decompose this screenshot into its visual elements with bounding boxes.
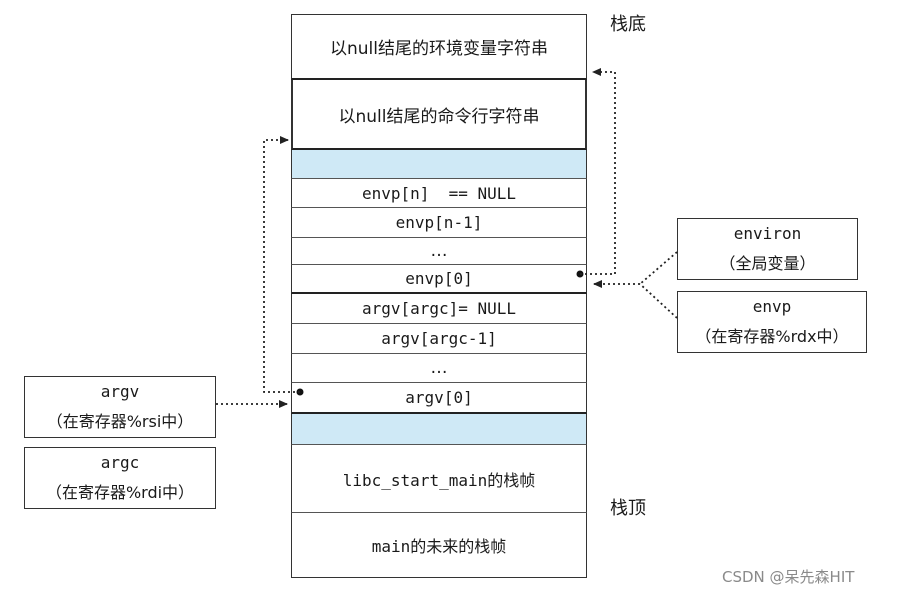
- envp-dots-cell: …: [291, 238, 587, 265]
- envp-desc: （在寄存器%rdx中）: [695, 327, 849, 346]
- envp-link: [639, 283, 678, 319]
- argv-dots-text: …: [430, 358, 448, 378]
- argv-argc-cell: argv[argc]= NULL: [291, 294, 587, 324]
- environ-link: [639, 251, 678, 285]
- stack-top-label: 栈顶: [610, 498, 646, 519]
- padding-cell-bottom: [291, 414, 587, 445]
- cmd-strings-cell: 以null结尾的命令行字符串: [291, 80, 587, 150]
- argv-dots-cell: …: [291, 354, 587, 383]
- environ-name: environ: [733, 224, 802, 243]
- argv0-arrow: [263, 136, 300, 393]
- env-strings-cell: 以null结尾的环境变量字符串: [291, 14, 587, 80]
- envp0-arrow: [580, 68, 616, 275]
- main-frame-text: main的未来的栈帧: [371, 537, 507, 556]
- argv-argc1-text: argv[argc-1]: [381, 329, 497, 348]
- envp-dots-text: …: [430, 241, 448, 261]
- argc-desc: （在寄存器%rdi中）: [45, 483, 195, 502]
- envp-n1-text: envp[n-1]: [395, 213, 483, 232]
- padding-cell-top: [291, 150, 587, 179]
- argv-argc-text: argv[argc]= NULL: [361, 299, 517, 318]
- envp-0-text: envp[0]: [405, 269, 473, 288]
- cmd-strings-text: 以null结尾的命令行字符串: [338, 106, 540, 127]
- argc-name: argc: [100, 453, 140, 472]
- envp-n-cell: envp[n] == NULL: [291, 179, 587, 208]
- libc-frame-cell: libc_start_main的栈帧: [291, 445, 587, 513]
- argv-box: argv （在寄存器%rsi中）: [24, 376, 216, 438]
- argv-desc: （在寄存器%rsi中）: [46, 412, 194, 431]
- environ-box: environ （全局变量）: [677, 218, 858, 280]
- envp-0-cell: envp[0]: [291, 265, 587, 294]
- envp-name: envp: [752, 297, 792, 316]
- stack-bottom-label: 栈底: [610, 14, 646, 35]
- libc-frame-text: libc_start_main的栈帧: [342, 470, 536, 490]
- argc-box: argc （在寄存器%rdi中）: [24, 447, 216, 509]
- watermark: CSDN @呆先森HIT: [722, 568, 855, 586]
- envp-n1-cell: envp[n-1]: [291, 208, 587, 238]
- argv-0-text: argv[0]: [405, 388, 473, 407]
- envp-box: envp （在寄存器%rdx中）: [677, 291, 867, 353]
- main-frame-cell: main的未来的栈帧: [291, 513, 587, 578]
- envp-n-text: envp[n] == NULL: [361, 183, 517, 203]
- argv-name: argv: [100, 382, 140, 401]
- argv-argc1-cell: argv[argc-1]: [291, 324, 587, 354]
- environ-desc: （全局变量）: [719, 254, 816, 273]
- argv-0-cell: argv[0]: [291, 383, 587, 414]
- env-strings-text: 以null结尾的环境变量字符串: [330, 39, 548, 59]
